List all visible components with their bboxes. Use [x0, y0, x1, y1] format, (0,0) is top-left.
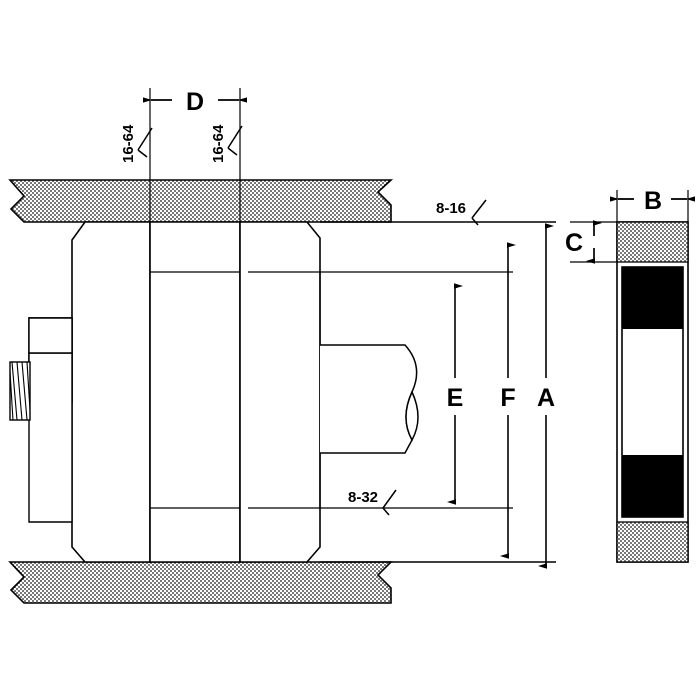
dimension-A: A	[537, 223, 555, 569]
dim-label-A: A	[537, 384, 555, 412]
end-view	[616, 221, 689, 563]
surface-finish-16-64-left: 16-64	[120, 124, 153, 163]
top-hatched-band	[8, 179, 394, 223]
dim-label-E: E	[447, 384, 464, 412]
dimension-C: C	[565, 220, 617, 264]
internal-bore-detail	[320, 344, 419, 454]
finish-tick-left	[137, 127, 153, 151]
dimension-F: F	[500, 242, 516, 559]
finish-label-8-32: 8-32	[348, 489, 378, 506]
threaded-stub-assembly	[9, 317, 73, 523]
dim-label-D: D	[186, 88, 204, 116]
dim-label-C: C	[565, 229, 583, 257]
finish-tick-right	[227, 125, 243, 149]
end-view-top-hatch	[616, 221, 689, 263]
dimension-B: B	[610, 187, 695, 222]
dimension-E: E	[447, 283, 464, 505]
finish-label-right-top: 16-64	[210, 124, 227, 163]
surface-finish-8-32: 8-32	[348, 489, 397, 516]
surface-finish-16-64-right: 16-64	[210, 124, 243, 163]
dim-label-F: F	[500, 384, 515, 412]
bottom-hatched-band	[8, 561, 393, 604]
dim-label-B: B	[644, 187, 662, 215]
main-body-outline	[71, 221, 556, 563]
finish-label-left-top: 16-64	[120, 124, 137, 163]
end-view-black-top	[622, 267, 683, 329]
end-view-bottom-hatch	[616, 521, 689, 563]
finish-label-8-16: 8-16	[436, 200, 466, 217]
end-view-black-bottom	[622, 455, 683, 517]
dimension-D: D	[143, 88, 247, 222]
surface-finish-8-16: 8-16	[436, 199, 487, 226]
